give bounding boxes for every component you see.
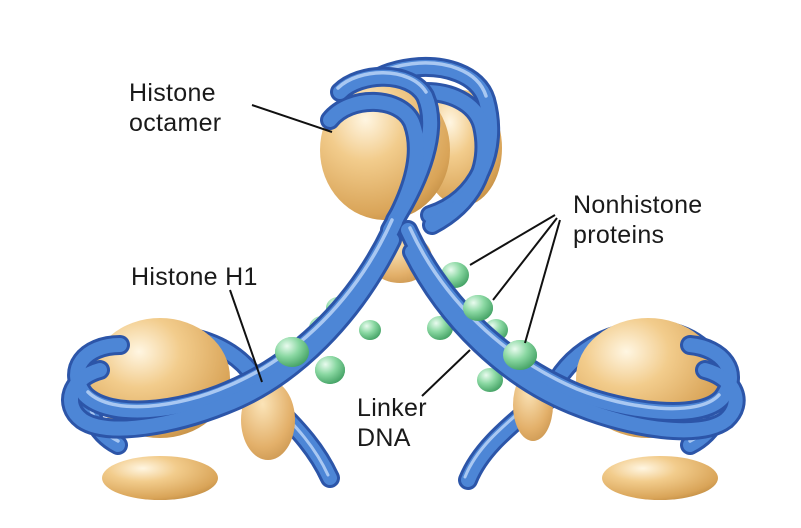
leader-histone-h1 xyxy=(229,289,263,383)
label-linker-dna: Linker DNA xyxy=(357,393,427,453)
label-histone-octamer-line1: Histone xyxy=(129,79,216,107)
label-linker-dna-line1: Linker xyxy=(357,394,427,422)
label-histone-octamer-line2: octamer xyxy=(129,109,222,137)
leader-nonhistone-1 xyxy=(469,214,556,266)
histone-octamer-back-right xyxy=(602,456,718,500)
leader-histone-octamer xyxy=(251,104,333,133)
label-nonhistone-proteins: Nonhistone proteins xyxy=(573,190,702,250)
label-linker-dna-line2: DNA xyxy=(357,424,411,452)
label-nonhistone-proteins-line2: proteins xyxy=(573,221,665,249)
histone-octamer-back-left xyxy=(102,456,218,500)
dna-front-strands xyxy=(61,66,746,441)
nonhistone-protein-front xyxy=(275,295,537,384)
leader-lines xyxy=(229,104,561,397)
label-nonhistone-proteins-line1: Nonhistone xyxy=(573,191,703,219)
label-histone-h1: Histone H1 xyxy=(131,262,258,292)
leader-nonhistone-2 xyxy=(492,217,558,301)
leader-linker-dna xyxy=(421,349,471,397)
label-histone-h1-line1: Histone H1 xyxy=(131,263,258,291)
label-histone-octamer: Histone octamer xyxy=(129,78,221,138)
leader-nonhistone-3 xyxy=(524,219,561,344)
